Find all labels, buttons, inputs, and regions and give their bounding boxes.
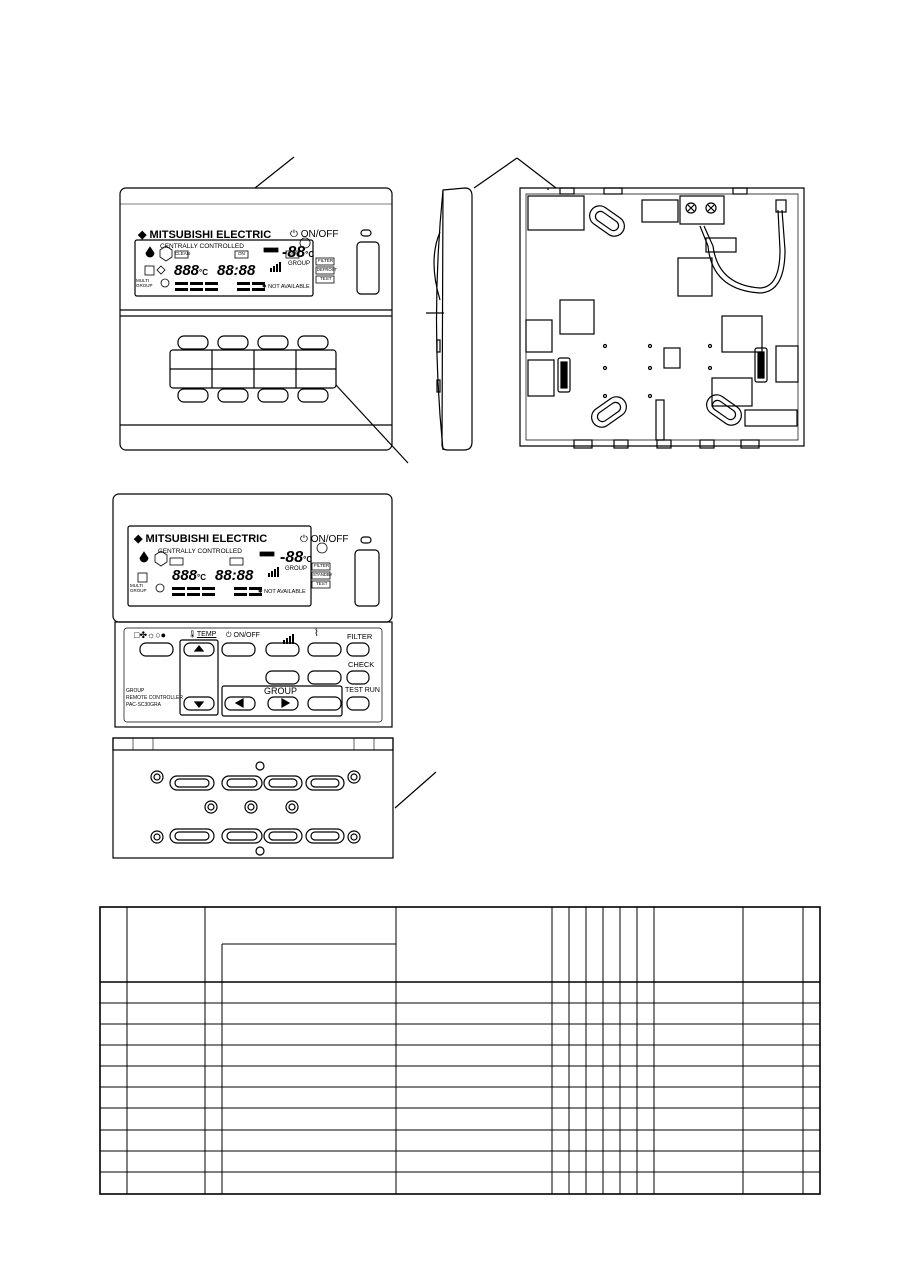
settemp-display-bottom: -88°C — [280, 549, 313, 566]
off-tag-top: OFF — [288, 251, 297, 256]
filter-tag-bottom: FILTER — [314, 563, 330, 568]
group-label-top: GROUP — [288, 261, 311, 267]
onoff-label-bottom: ⏻ ON/OFF — [300, 534, 349, 545]
airflow-icon: ⌇ — [314, 628, 319, 639]
mitsubishi-diamonds-icon: ◆ — [134, 533, 143, 545]
multi-group-top: MULTI GROUP — [136, 278, 153, 288]
test-tag-bottom: TEST — [316, 581, 328, 586]
power-icon: ⏻ — [226, 632, 232, 639]
auto-mode-icon: □ — [134, 630, 140, 640]
filter-tag-top: FILTER — [318, 258, 334, 263]
brand-logo-bottom: ◆ MITSUBISHI ELECTRIC — [134, 533, 268, 545]
onoff-button-label: ⏻ ON/OFF — [226, 632, 260, 639]
centrally-controlled-bottom: CENTRALLY CONTROLLED — [158, 548, 242, 555]
dry-mode-icon: ○ — [155, 630, 161, 640]
back-view — [516, 157, 805, 449]
table-rows — [100, 1002, 820, 1173]
on-tag-top: ON — [238, 251, 245, 256]
filter-button-label: FILTER — [347, 632, 373, 641]
remote-controller-drawings — [112, 156, 805, 859]
fan-mode-icon: ✤ — [139, 630, 147, 640]
front-view-closed — [119, 156, 409, 464]
power-icon: ⏻ — [290, 229, 298, 240]
mode-icons: □✤☼○● — [134, 630, 166, 641]
temp-button-label: 🌡TEMP — [188, 631, 217, 638]
not-available-bottom: ✱ NOT AVAILABLE — [258, 589, 306, 595]
multi-group-bottom: MULTI GROUP — [130, 583, 147, 593]
cool-mode-icon: ● — [160, 630, 167, 640]
asterisk-icon: ✱ — [258, 589, 263, 595]
group-label-lcd-bottom: GROUP — [285, 566, 308, 572]
asterisk-icon: ✱ — [262, 284, 267, 290]
test-tag-top: TEST — [320, 276, 332, 281]
parts-table — [99, 906, 821, 1195]
defrost-tag-top: DEFROST — [317, 267, 338, 272]
time-display-top: 88:88 — [217, 262, 256, 279]
temp-display-bottom: 888°C — [172, 567, 207, 584]
brand-logo-top: ◆ MITSUBISHI ELECTRIC — [138, 229, 272, 241]
front-view-open — [112, 493, 437, 859]
power-icon: ⏻ — [300, 534, 308, 545]
settemp-display-top: -88°C — [282, 244, 315, 261]
group-button-label: GROUP — [264, 686, 298, 696]
standby-tag-bottom: STANDBY — [313, 572, 333, 577]
check-button-label: CHECK — [348, 660, 375, 669]
not-available-top: ✱ NOT AVAILABLE — [262, 284, 310, 290]
table-columns — [126, 907, 804, 1194]
model-text: GROUP REMOTE CONTROLLER PAC-SC30GRA — [126, 688, 183, 708]
temp-display-top: 888°C — [174, 262, 209, 279]
clean-tag-top: CLEAN — [175, 251, 191, 256]
side-view — [426, 157, 518, 451]
testrun-button-label: TEST RUN — [345, 687, 380, 694]
time-display-bottom: 88:88 — [215, 567, 254, 584]
onoff-label-top: ⏻ ON/OFF — [290, 229, 339, 240]
heat-mode-icon: ☼ — [146, 630, 156, 640]
thermometer-icon: 🌡 — [188, 631, 197, 638]
mitsubishi-diamonds-icon: ◆ — [138, 229, 147, 241]
centrally-controlled-top: CENTRALLY CONTROLLED — [160, 243, 244, 250]
